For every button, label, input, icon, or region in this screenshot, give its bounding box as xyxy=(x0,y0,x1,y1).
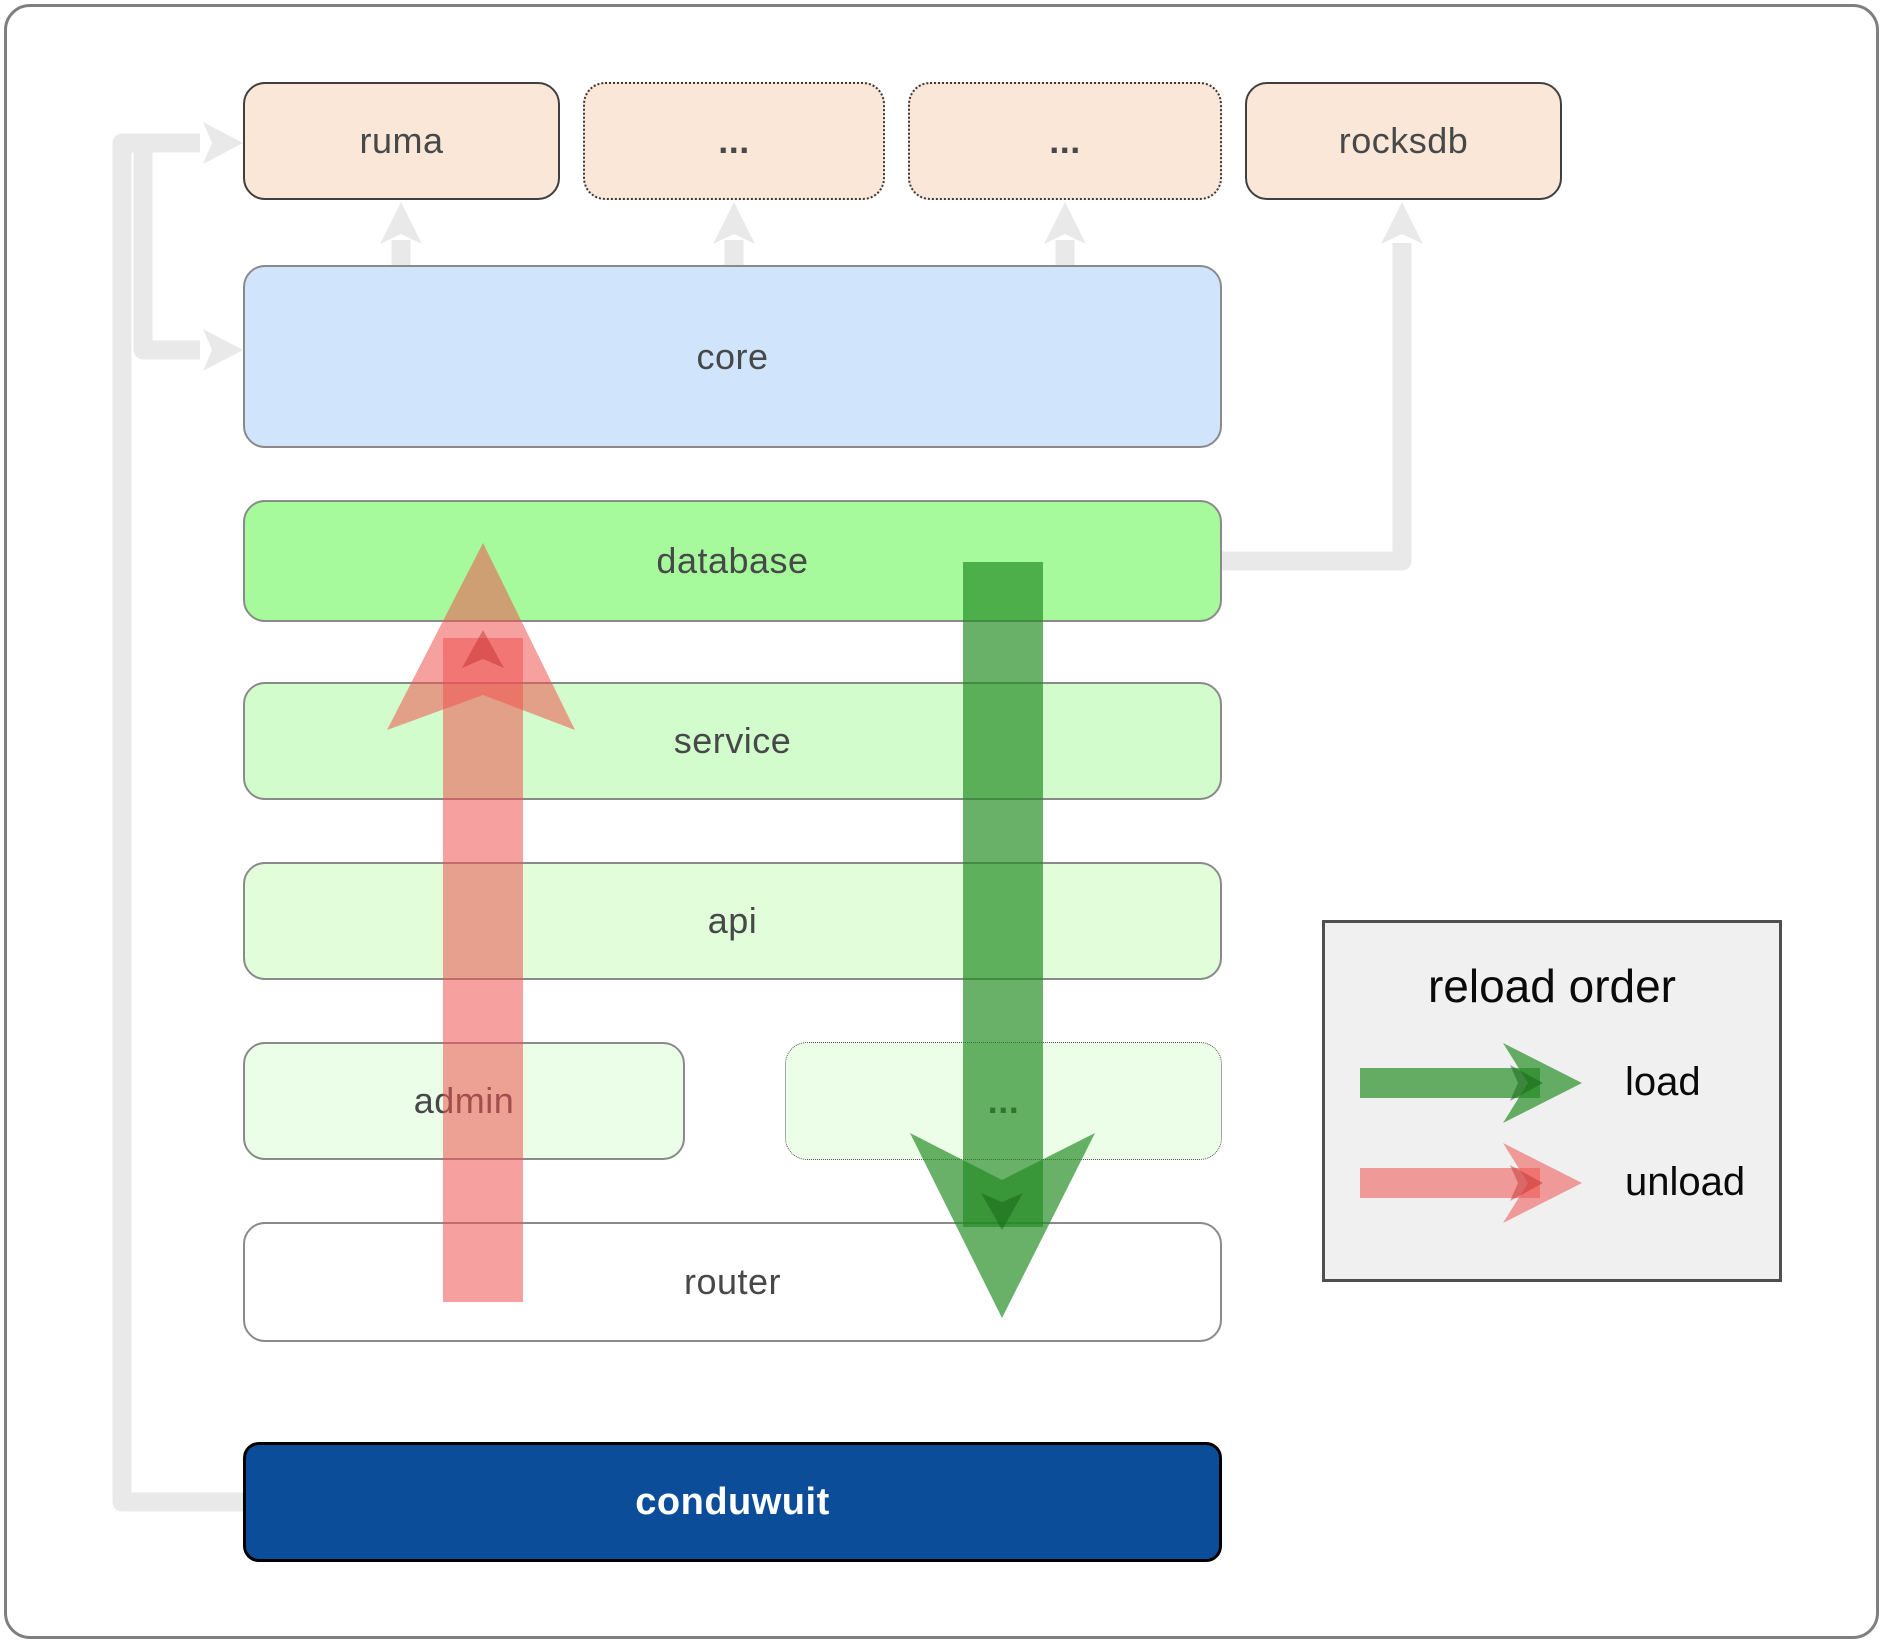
node-router-label: router xyxy=(683,1261,782,1302)
node-ruma: ruma xyxy=(243,82,560,200)
node-service: service xyxy=(243,682,1222,800)
node-api-label: api xyxy=(707,900,758,941)
arrowhead-into-core xyxy=(203,329,243,371)
node-rocksdb: rocksdb xyxy=(1245,82,1562,200)
legend-box: reload order xyxy=(1322,920,1782,1282)
node-router: router xyxy=(243,1222,1222,1342)
arrowhead-up-ruma xyxy=(380,202,422,244)
node-admin-dots: ... xyxy=(785,1042,1222,1160)
node-admin-label: admin xyxy=(413,1080,515,1121)
connector-conduwuit-to-core xyxy=(133,150,200,360)
node-database: database xyxy=(243,500,1222,622)
node-top-dots-2-label: ... xyxy=(1049,120,1081,161)
arrowhead-up-rocksdb xyxy=(1381,202,1423,244)
node-database-label: database xyxy=(656,540,809,581)
legend-load-label: load xyxy=(1625,1060,1701,1104)
node-admin-dots-label: ... xyxy=(987,1080,1020,1121)
node-api: api xyxy=(243,862,1222,980)
node-top-dots-1: ... xyxy=(583,82,885,200)
node-ruma-label: ruma xyxy=(359,120,444,161)
connector-database-to-rocksdb xyxy=(1222,243,1412,571)
node-top-dots-2: ... xyxy=(908,82,1222,200)
node-top-dots-1-label: ... xyxy=(718,120,750,161)
node-service-label: service xyxy=(673,720,792,761)
node-core: core xyxy=(243,265,1222,448)
legend-title: reload order xyxy=(1427,960,1677,1012)
connector-conduwuit-to-ruma xyxy=(112,133,243,1512)
diagram-outer-frame xyxy=(4,4,1879,1639)
node-rocksdb-label: rocksdb xyxy=(1338,120,1469,161)
arrowhead-up-dots2 xyxy=(1044,202,1086,244)
node-conduwuit-label: conduwuit xyxy=(635,1480,830,1523)
node-core-label: core xyxy=(696,335,769,377)
legend-unload-label: unload xyxy=(1625,1160,1746,1204)
node-conduwuit: conduwuit xyxy=(243,1442,1222,1562)
node-admin: admin xyxy=(243,1042,685,1160)
arrowhead-up-dots1 xyxy=(713,202,755,244)
arrowhead-into-ruma xyxy=(203,122,243,164)
